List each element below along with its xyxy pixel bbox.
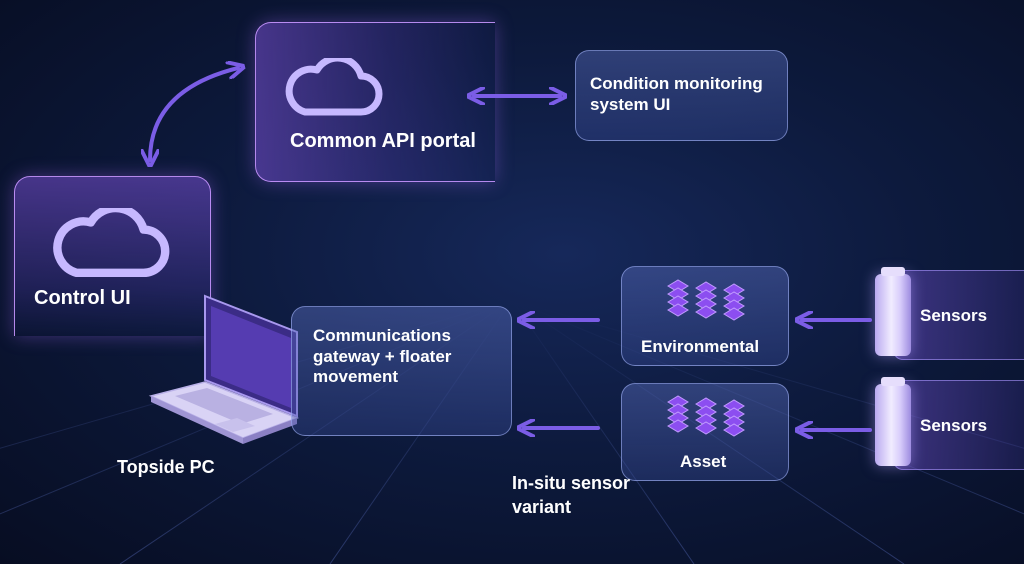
sensor-cylinder-icon [875, 377, 911, 466]
sensors-bottom-panel [893, 380, 1024, 470]
arrow-control-to-api [150, 68, 238, 160]
condition-monitoring-label: Condition monitoring system UI [590, 74, 763, 114]
control-ui-box [14, 176, 211, 336]
control-ui-label: Control UI [34, 287, 131, 309]
common-api-portal-label: Common API portal [290, 130, 476, 152]
server-stack-icon [667, 395, 745, 437]
sensor-cylinder-icon [875, 267, 911, 356]
communications-gateway-box [291, 306, 512, 436]
environmental-label: Environmental [641, 337, 760, 356]
asset-label: Asset [680, 452, 727, 471]
cloud-icon [285, 58, 383, 116]
condition-monitoring-box [575, 50, 788, 141]
server-stack-icon [667, 279, 745, 321]
topside-pc-label: Topside PC [117, 457, 215, 477]
sensors-top-label: Sensors [920, 306, 988, 325]
in-situ-label: In-situ sensor variant [512, 473, 631, 518]
sensors-top-panel [893, 270, 1024, 360]
communications-gateway-label: Communications gateway + floater movemen… [313, 326, 452, 387]
laptop-icon [148, 294, 300, 444]
sensors-bottom-label: Sensors [920, 416, 988, 435]
cloud-icon [53, 208, 170, 277]
